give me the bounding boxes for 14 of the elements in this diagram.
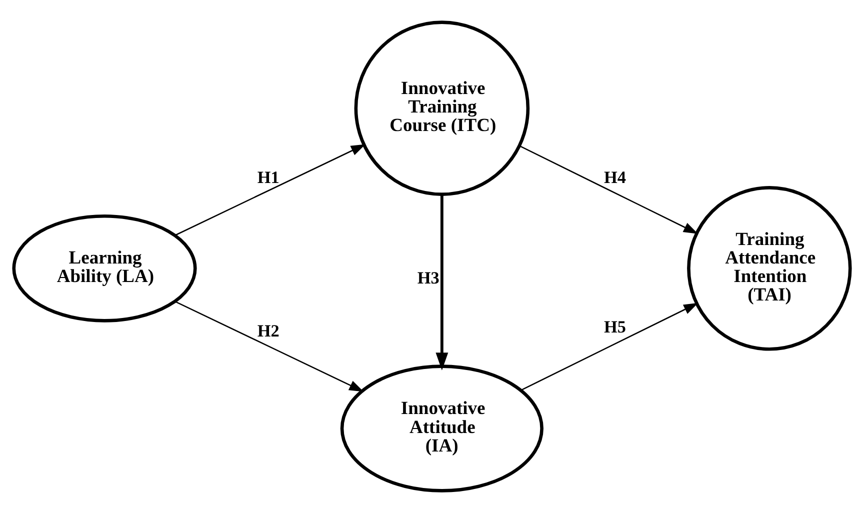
node-ellipse: Learning Ability (LA) <box>12 214 197 322</box>
arrow <box>519 144 698 234</box>
node-ellipse: Innovative Attitude (IA) <box>340 364 544 492</box>
arrow <box>174 300 364 392</box>
node-circle: Innovative Training Course (ITC) <box>354 20 530 196</box>
arrow <box>174 144 366 236</box>
arrow <box>436 194 448 370</box>
arrow <box>520 302 698 390</box>
node-circle: Training Attendance Intention (TAI) <box>687 186 852 350</box>
edge-label: H3 <box>417 268 440 287</box>
edge-label: H1 <box>257 167 280 186</box>
edge-label: H2 <box>257 320 280 340</box>
edge-label: H5 <box>604 316 626 336</box>
edge-label: H4 <box>604 167 626 186</box>
